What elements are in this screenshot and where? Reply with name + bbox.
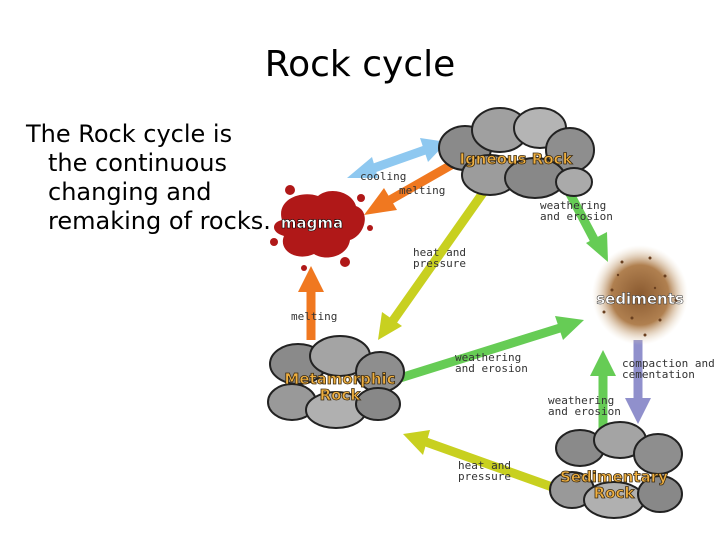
bullet-line: The Rock cycle is [26,120,233,148]
weathering-igneous-label-line2: and erosion [540,210,613,223]
sedimentary-rock-node: Sedimentary Rock [549,421,683,519]
heat-pressure-top-label-line2: pressure [413,257,466,270]
magma-label: magma [281,214,343,232]
heat-pressure-bottom-label-line1: heat and [458,459,511,472]
heat-pressure-bottom-label-line2: pressure [458,470,511,483]
melting-left-label: melting [291,310,337,323]
arrow-weathering-sedimentary [590,350,616,430]
igneous-rock-label: Igneous Rock [459,150,573,168]
weathering-sedimentary-label-line1: weathering [548,394,614,407]
arrow-heat-pressure-top [378,177,496,340]
weathering-igneous-label-line1: weathering [540,199,606,212]
bullet-text: The Rock cycle is the continuous changin… [26,120,296,236]
arrow-melting-top [364,156,463,215]
melting-top-label: melting [399,184,445,197]
metamorphic-rock-label-line1: Metamorphic [284,370,395,388]
arrow-heat-pressure-bottom [403,430,557,493]
slide-title: Rock cycle [264,44,456,85]
compaction-label-line2: cementation [622,368,695,381]
igneous-rock-node: Igneous Rock [438,107,595,199]
sedimentary-rock-label-line1: Sedimentary [560,468,668,486]
bullet-line: the continuous [48,149,228,177]
weathering-metamorphic-label-line1: weathering [455,351,521,364]
sedimentary-rock-label-line2: Rock [594,484,636,502]
bullet-line: changing and [48,178,212,206]
bullet-line: remaking of rocks. [48,207,271,235]
sediments-node: sediments [592,245,688,345]
metamorphic-rock-label-line2: Rock [320,386,362,404]
arrow-weathering-igneous [564,187,608,262]
compaction-label-line1: compaction and [622,357,715,370]
cooling-label: cooling [360,170,406,183]
arrow-melting-left [298,266,324,340]
weathering-metamorphic-label-line2: and erosion [455,362,528,375]
arrow-weathering-metamorphic [398,316,584,383]
heat-pressure-top-label-line1: heat and [413,246,466,259]
magma-node: magma [270,185,373,271]
arrow-compaction [625,340,651,424]
metamorphic-rock-node: Metamorphic Rock [267,335,405,429]
weathering-sedimentary-label-line2: and erosion [548,405,621,418]
sediments-label: sediments [596,290,684,308]
